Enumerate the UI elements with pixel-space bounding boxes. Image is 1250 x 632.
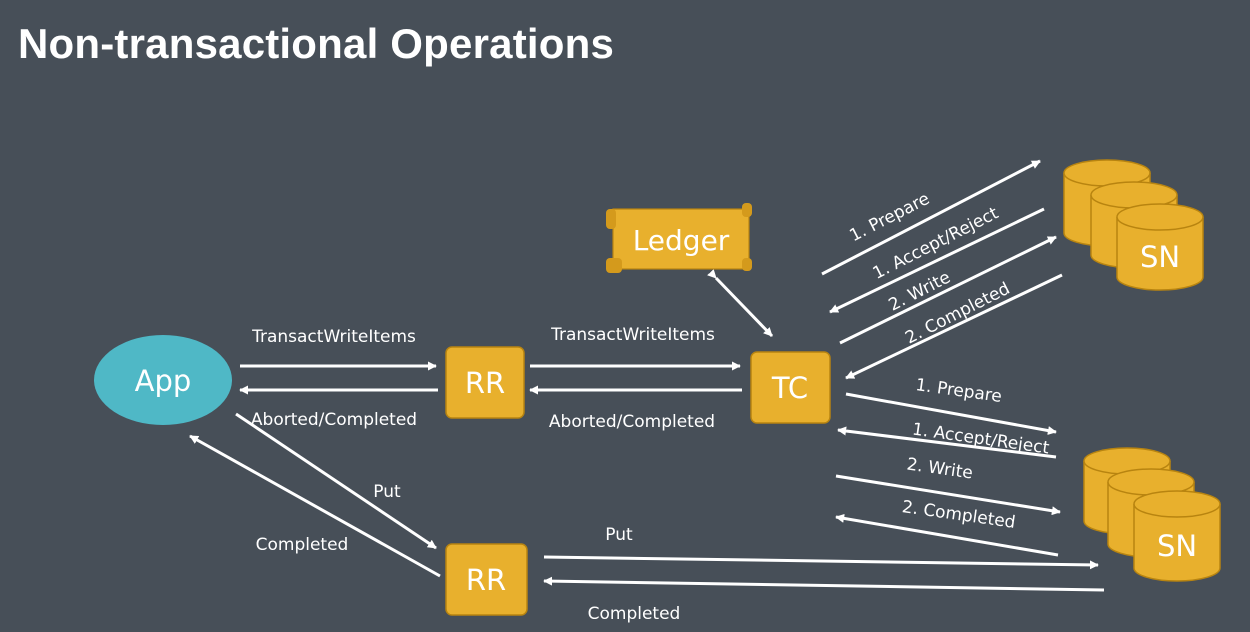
sn-top-node xyxy=(1063,159,1204,291)
arrows xyxy=(189,159,1105,592)
label-rr-tc-response: Aborted/Completed xyxy=(549,412,715,432)
arrow-tc-prepare-bottom xyxy=(845,392,1057,435)
arrow-ledger-tc xyxy=(707,269,774,338)
label-bot-prepare: 1. Prepare xyxy=(914,375,1003,407)
arrow-rr-bottom-to-app xyxy=(189,434,441,578)
tc-label: TC xyxy=(771,371,808,405)
sn-bottom-node xyxy=(1083,447,1221,582)
label-app-completed: Completed xyxy=(256,535,349,555)
arrow-sn-accept-top xyxy=(829,207,1045,314)
label-bot-accept: 1. Accept/Reject xyxy=(911,420,1051,459)
arrow-rr-to-sn-put xyxy=(543,555,1099,570)
label-bot-write: 2. Write xyxy=(905,455,974,484)
tc-node: TC xyxy=(750,351,831,424)
arrow-tc-write-bottom xyxy=(835,474,1061,516)
app-label: App xyxy=(135,364,192,398)
app-node: App xyxy=(94,335,232,425)
rr-top-node: RR xyxy=(445,346,525,419)
arrow-tc-prepare-top xyxy=(821,159,1041,276)
arrow-sn-accept-bottom xyxy=(837,426,1057,459)
rr-top-label: RR xyxy=(465,366,505,400)
rr-bottom-node: RR xyxy=(445,543,528,616)
arrow-sn-completed-top xyxy=(845,273,1063,380)
arrow-sn-completed-bottom xyxy=(835,513,1059,557)
arrow-sn-to-rr-completed xyxy=(543,576,1105,592)
sn-bottom-label: SN xyxy=(1157,529,1197,563)
label-rr-sn-put: Put xyxy=(605,525,633,545)
slide-title: Non-transactional Operations xyxy=(18,20,615,67)
label-app-put: Put xyxy=(373,482,401,502)
ledger-label: Ledger xyxy=(633,224,730,257)
arrow-app-to-rr-bottom xyxy=(235,412,437,550)
arrow-tc-write-top xyxy=(839,235,1057,345)
sn-top-label: SN xyxy=(1140,240,1180,274)
rr-bottom-label: RR xyxy=(466,563,506,597)
ledger-node: Ledger xyxy=(606,203,752,273)
label-app-rr-response: Aborted/Completed xyxy=(251,410,417,430)
label-app-rr-request: TransactWriteItems xyxy=(251,327,416,347)
label-rr-tc-request: TransactWriteItems xyxy=(550,325,715,345)
label-rr-sn-completed: Completed xyxy=(588,604,681,624)
